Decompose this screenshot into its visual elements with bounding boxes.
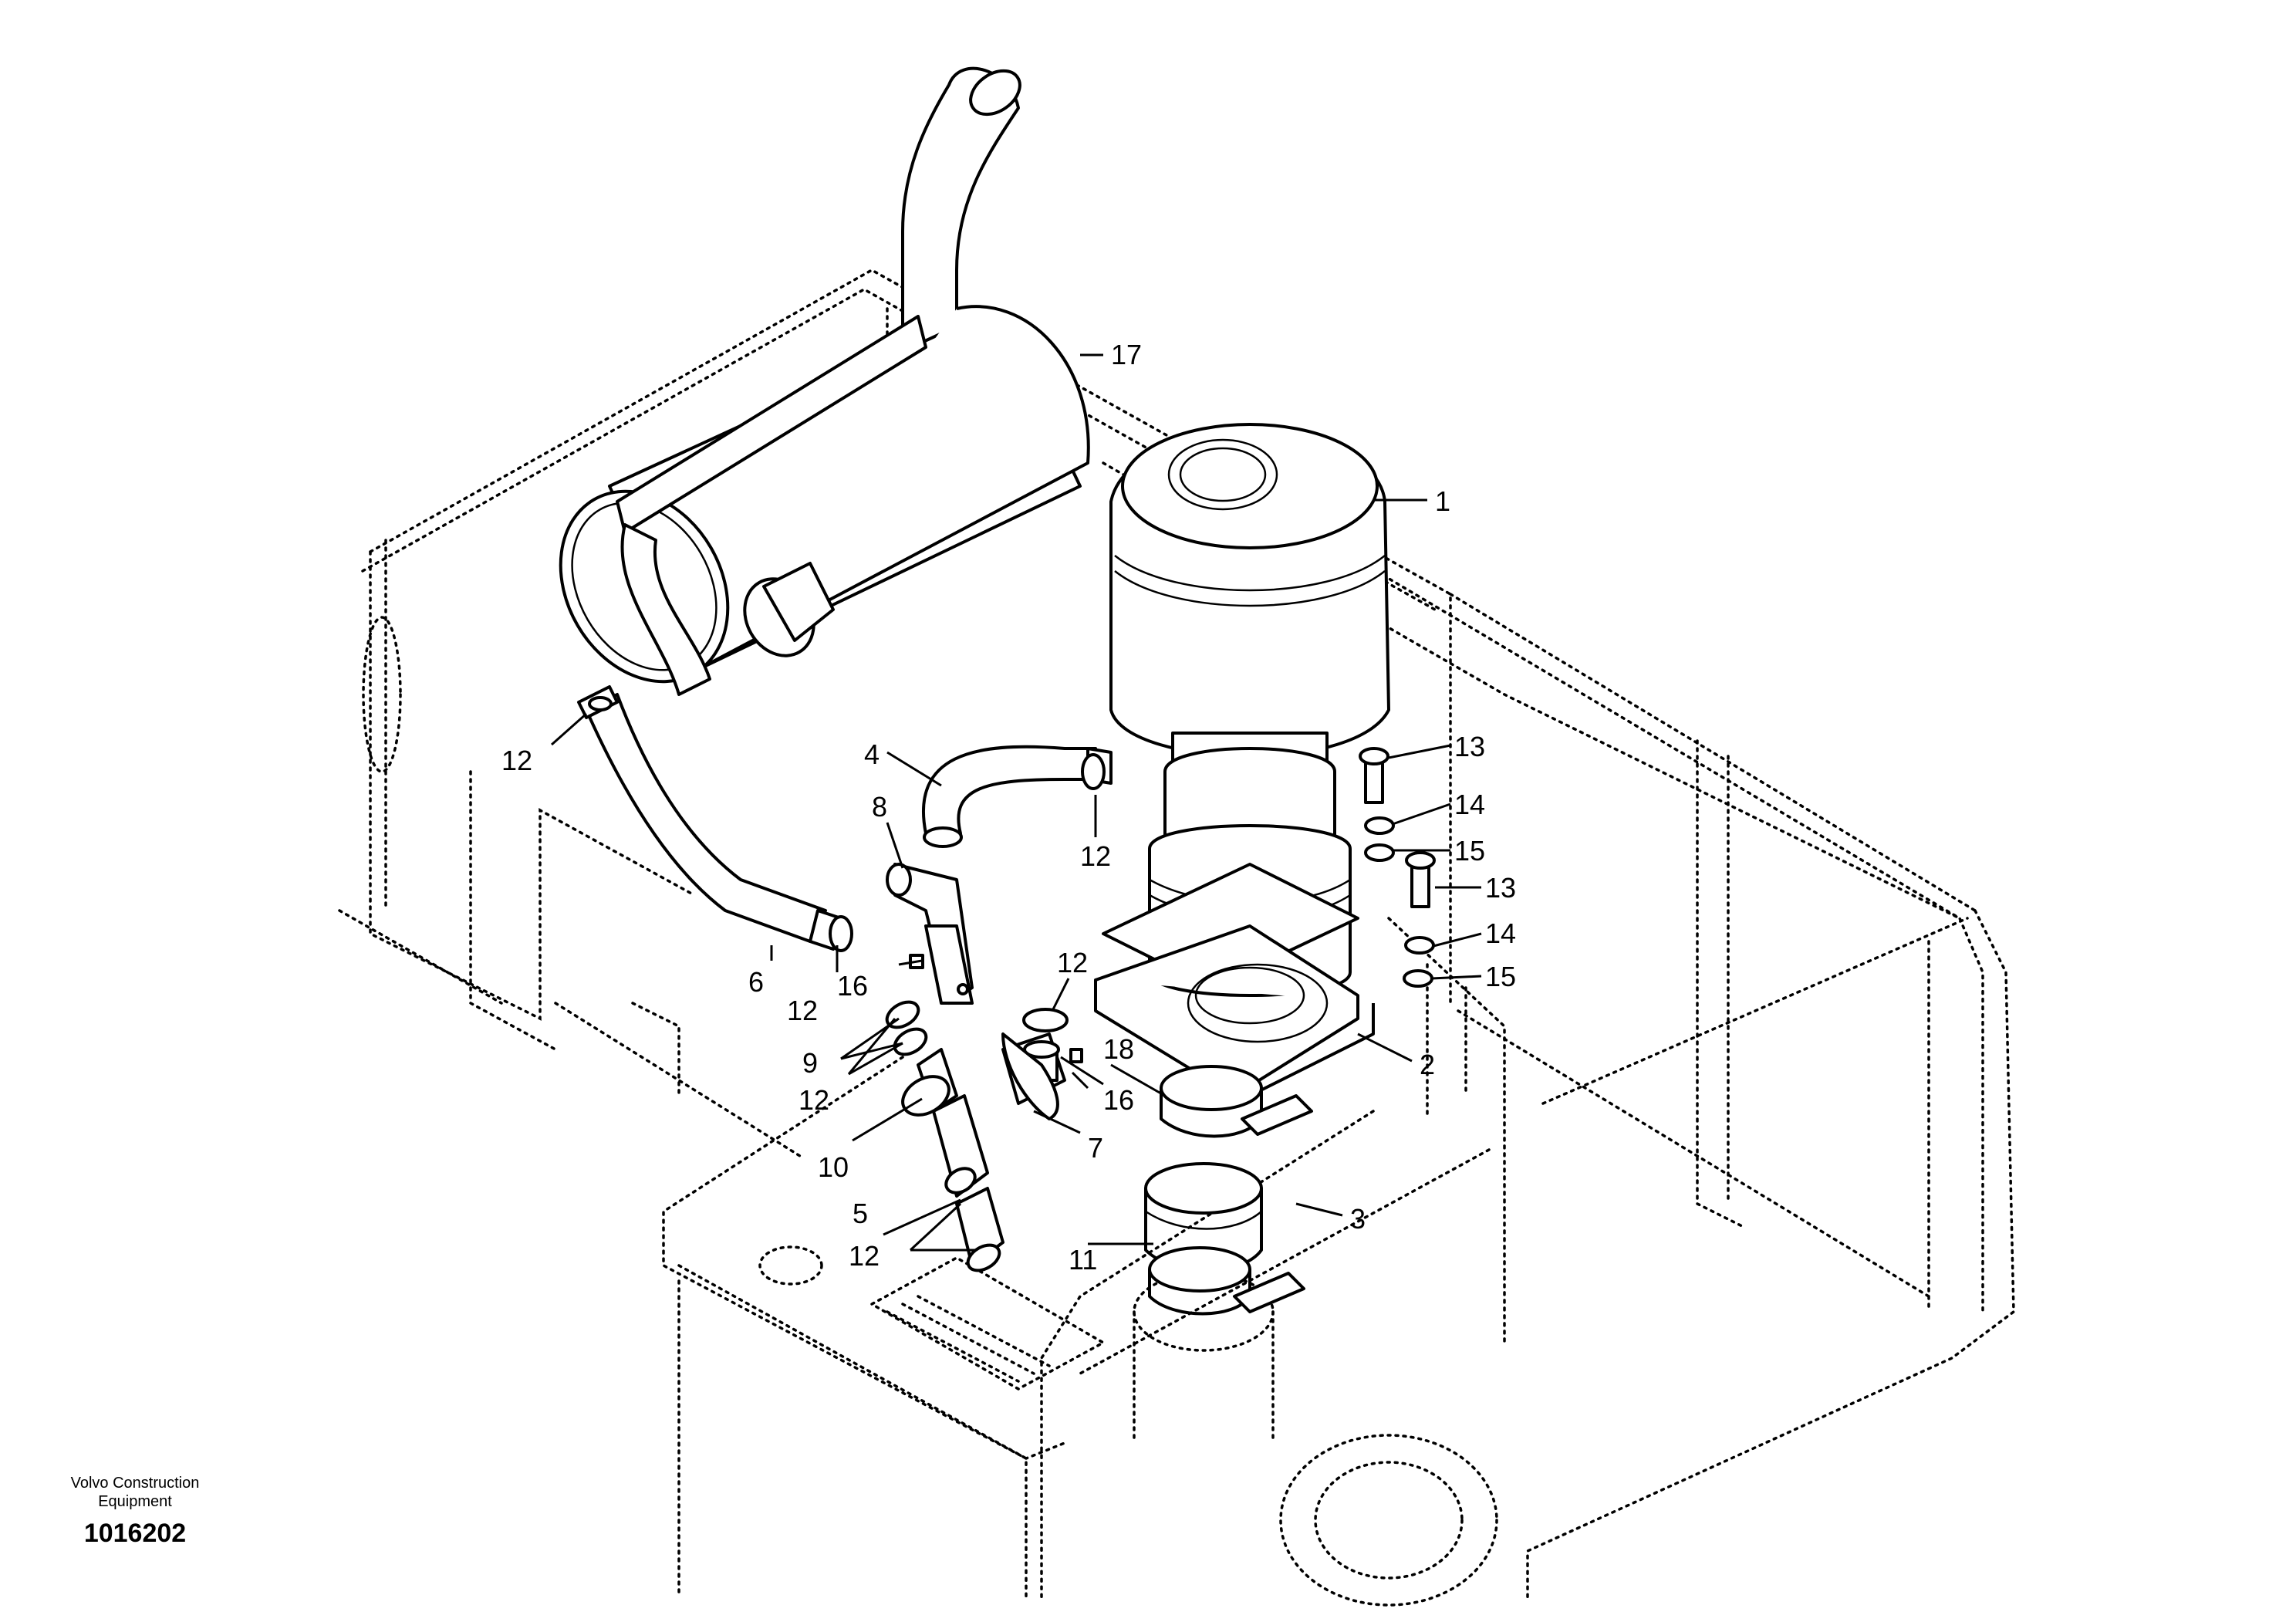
callout-13-upper: 13 (1454, 731, 1485, 762)
callout-16-right: 16 (1103, 1084, 1134, 1116)
callout-1: 1 (1435, 485, 1450, 517)
muffler (559, 66, 1090, 696)
callout-7: 7 (1088, 1132, 1103, 1164)
leader-lines (551, 353, 1482, 1252)
lower-hose (577, 685, 842, 951)
callout-13-lower: 13 (1485, 872, 1516, 904)
hardware-bolts (1359, 747, 1436, 988)
callout-12-lower: 12 (849, 1240, 880, 1272)
callout-labels: 1 17 2 3 4 8 12 12 6 12 16 12 9 12 18 16… (501, 339, 1516, 1276)
callout-15-upper: 15 (1454, 835, 1485, 867)
callout-12-hose-top: 12 (1080, 840, 1111, 872)
callout-16-left: 16 (837, 970, 868, 1002)
brand-caption: Volvo Construction Equipment (70, 1475, 200, 1510)
callout-12-upper-left: 12 (501, 745, 532, 776)
callout-3: 3 (1350, 1203, 1366, 1235)
callout-14-upper: 14 (1454, 789, 1485, 820)
callout-11: 11 (1069, 1244, 1097, 1276)
callout-5: 5 (853, 1198, 868, 1229)
callout-6: 6 (748, 966, 764, 998)
callout-12-clamp: 12 (1057, 947, 1088, 978)
pipe-fitting (1001, 1032, 1066, 1120)
hose-clamps (588, 696, 1106, 1063)
callout-12-fitting: 12 (799, 1084, 829, 1116)
drawing-number: 1016202 (83, 1519, 187, 1548)
intake-hose-assembly (1144, 1065, 1313, 1316)
callout-17: 17 (1111, 339, 1142, 370)
callout-8: 8 (872, 791, 887, 823)
callout-14-lower: 14 (1485, 917, 1516, 949)
callout-2: 2 (1420, 1049, 1435, 1080)
callout-10: 10 (818, 1151, 849, 1183)
drain-valve (886, 863, 974, 1005)
callout-12-hose-lower: 12 (787, 995, 818, 1026)
callout-15-lower: 15 (1485, 961, 1516, 992)
callout-9: 9 (802, 1047, 818, 1079)
callout-18: 18 (1103, 1033, 1134, 1065)
machine-frame-outline (338, 268, 2015, 1607)
hose-fittings-left (885, 1000, 1004, 1272)
callout-4: 4 (864, 738, 880, 770)
air-cleaner (1102, 423, 1390, 997)
